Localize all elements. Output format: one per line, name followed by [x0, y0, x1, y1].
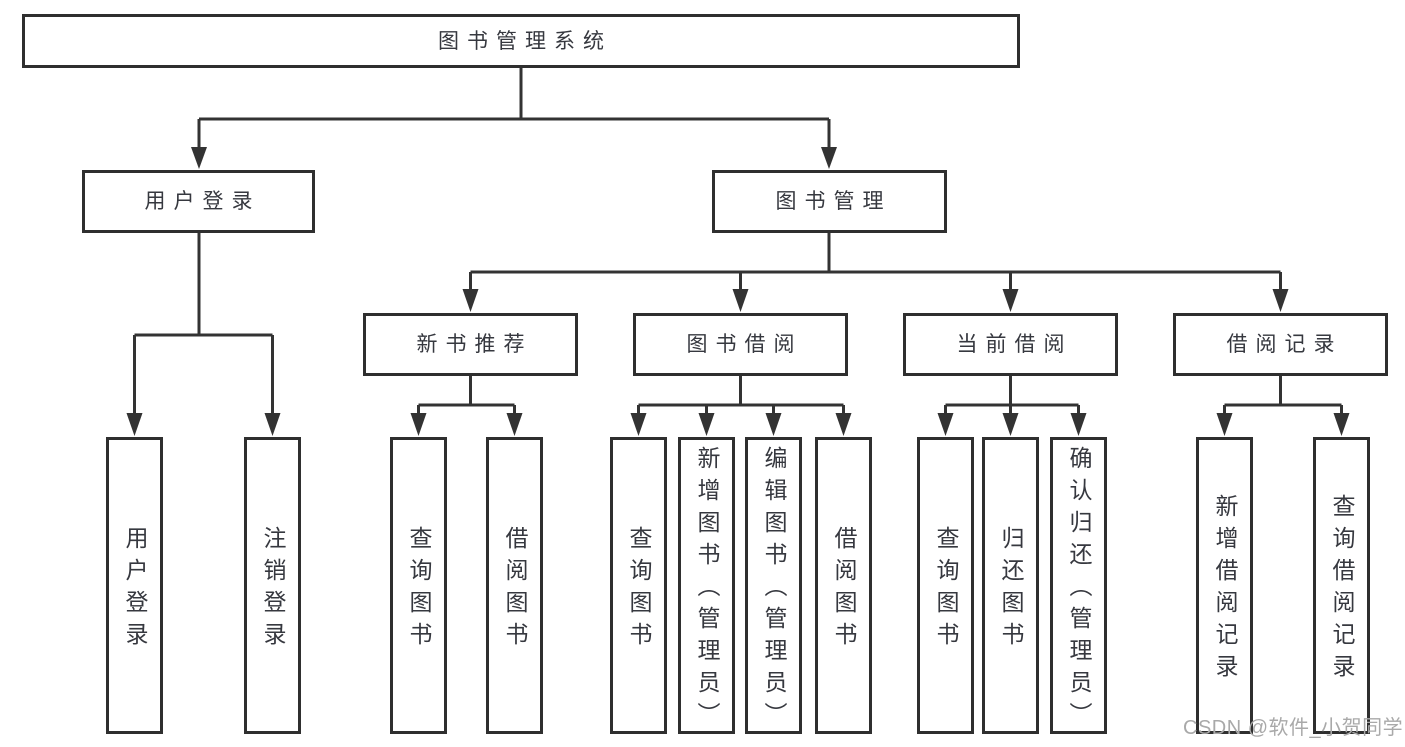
node-new-book-recommend: 新书推荐 [363, 313, 578, 376]
node-current-query-books: 查询图书 [917, 437, 974, 734]
node-book-management: 图书管理 [712, 170, 947, 233]
node-label: 借阅记录 [1226, 333, 1343, 356]
node-recommend-borrow-books: 借阅图书 [486, 437, 543, 734]
node-label: 新增图书（管理员） [694, 445, 720, 734]
node-label: 用户登录 [122, 525, 148, 654]
connector-book-management-children [462, 233, 1289, 312]
connector-user-login-children [126, 233, 281, 436]
node-current-borrowing: 当前借阅 [903, 313, 1118, 376]
node-borrowing-records: 借阅记录 [1173, 313, 1388, 376]
node-label: 新增借阅记录 [1212, 493, 1238, 686]
node-label: 当前借阅 [956, 333, 1073, 356]
connector-borrowing-records-children [1216, 376, 1350, 436]
node-recommend-query-books: 查询图书 [390, 437, 447, 734]
connector-root-to-level2 [191, 68, 837, 169]
node-label: 图书借阅 [686, 333, 803, 356]
node-borrowing-edit-books-admin: 编辑图书（管理员） [745, 437, 802, 734]
node-label: 注销登录 [260, 525, 286, 654]
node-do-user-login: 用户登录 [106, 437, 163, 734]
node-label: 编辑图书（管理员） [761, 445, 787, 734]
node-borrowing-query-books: 查询图书 [610, 437, 667, 734]
node-label: 新书推荐 [416, 333, 533, 356]
node-user-login: 用户登录 [82, 170, 315, 233]
node-label: 归还图书 [998, 525, 1024, 654]
node-root-system: 图书管理系统 [22, 14, 1020, 68]
connector-new-book-recommend-children [410, 376, 523, 436]
node-label: 查询图书 [933, 525, 959, 654]
node-current-confirm-return-admin: 确认归还（管理员） [1050, 437, 1107, 734]
node-label: 查询图书 [626, 525, 652, 654]
node-label: 图书管理系统 [438, 29, 612, 53]
node-label: 用户登录 [144, 190, 261, 213]
node-label: 借阅图书 [502, 525, 528, 654]
node-current-return-books: 归还图书 [982, 437, 1039, 734]
node-label: 查询借阅记录 [1329, 493, 1355, 686]
node-book-borrowing: 图书借阅 [633, 313, 848, 376]
connector-current-borrowing-children [937, 376, 1087, 436]
node-records-add-record: 新增借阅记录 [1196, 437, 1253, 734]
node-records-query-record: 查询借阅记录 [1313, 437, 1370, 734]
node-borrowing-borrow-books: 借阅图书 [815, 437, 872, 734]
connector-book-borrowing-children [630, 376, 852, 436]
csdn-watermark: CSDN @软件_小贺同学 [1183, 717, 1404, 739]
node-label: 查询图书 [406, 525, 432, 654]
node-label: 图书管理 [775, 190, 892, 213]
node-label: 确认归还（管理员） [1066, 445, 1092, 734]
node-label: 借阅图书 [831, 525, 857, 654]
node-logout: 注销登录 [244, 437, 301, 734]
node-borrowing-add-books-admin: 新增图书（管理员） [678, 437, 735, 734]
